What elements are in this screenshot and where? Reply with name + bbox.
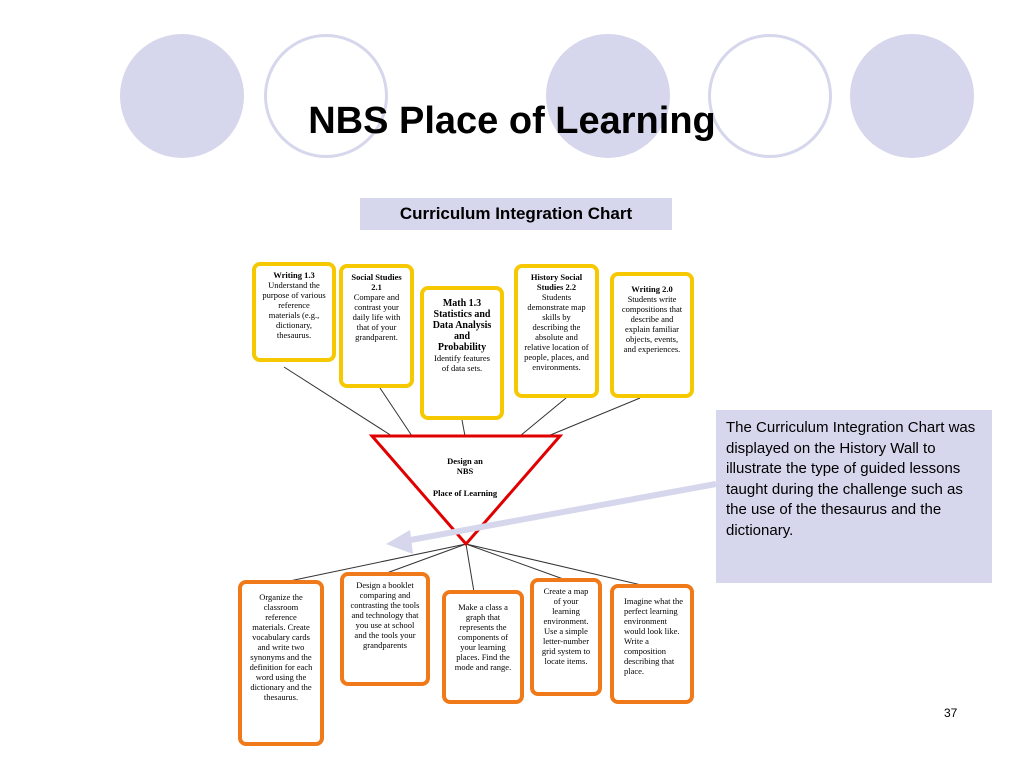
top-box-writing-1-3: Writing 1.3 Understand the purpose of va… xyxy=(252,262,336,362)
connector-line xyxy=(461,419,466,437)
decor-circle-2 xyxy=(264,34,388,158)
top-box-body: Students write compositions that describ… xyxy=(621,294,683,354)
pointer-arrow-shaft xyxy=(404,481,717,544)
top-box-body: Compare and contrast your daily life wit… xyxy=(352,292,401,342)
top-box-writing-2-0: Writing 2.0 Students write compositions … xyxy=(610,272,694,398)
top-box-heading: History Social Studies 2.2 xyxy=(530,272,583,292)
bottom-box-body: Organize the classroom reference materia… xyxy=(249,592,313,702)
design-triangle xyxy=(368,434,564,547)
decor-circle-3 xyxy=(546,34,670,158)
slide-title: NBS Place of Learning xyxy=(308,100,716,142)
connector-line xyxy=(465,543,651,588)
top-box-body: Students demonstrate map skills by descr… xyxy=(524,292,589,372)
bottom-box-body: Create a map of your learning environmen… xyxy=(541,586,591,666)
top-box-history-social-studies-2-2: History Social Studies 2.2 Students demo… xyxy=(514,264,599,398)
top-box-heading: Writing 2.0 xyxy=(631,284,673,294)
triangle-label-line3: Place of Learning xyxy=(432,488,498,498)
chart-subtitle: Curriculum Integration Chart xyxy=(360,198,672,230)
triangle-label-line1: Design an xyxy=(447,456,483,466)
triangle-label-line2: NBS xyxy=(456,466,474,476)
top-box-heading: Social Studies 2.1 xyxy=(351,272,402,292)
bottom-box-design-booklet: Design a booklet comparing and contrasti… xyxy=(340,572,430,686)
decor-circle-4 xyxy=(708,34,832,158)
bottom-box-create-map: Create a map of your learning environmen… xyxy=(530,578,602,696)
connector-line xyxy=(465,543,567,581)
bottom-box-body: Imagine what the perfect learning enviro… xyxy=(624,596,684,676)
connector-line xyxy=(379,387,413,437)
top-box-math-1-3: Math 1.3 Statistics and Data Analysis an… xyxy=(420,286,504,420)
connector-line xyxy=(519,397,567,437)
top-box-body: Identify features of data sets. xyxy=(434,353,490,373)
connector-line xyxy=(279,543,467,584)
connector-line xyxy=(283,366,393,437)
bottom-box-class-graph: Make a class a graph that represents the… xyxy=(442,590,524,704)
connector-line xyxy=(465,543,475,593)
page-number: 37 xyxy=(944,706,958,720)
bottom-box-organize-materials: Organize the classroom reference materia… xyxy=(238,580,324,746)
bottom-box-body: Make a class a graph that represents the… xyxy=(454,602,512,672)
bottom-box-body: Design a booklet comparing and contrasti… xyxy=(350,580,420,650)
connector-line xyxy=(547,397,641,437)
pointer-arrow-head xyxy=(386,530,413,554)
explanation-note: The Curriculum Integration Chart was dis… xyxy=(716,410,992,583)
decor-circle-5 xyxy=(850,34,974,158)
bottom-box-imagine-environment: Imagine what the perfect learning enviro… xyxy=(610,584,694,704)
connector-line xyxy=(383,543,467,575)
top-box-heading: Writing 1.3 xyxy=(273,270,315,280)
triangle-label: Design an NBS Place of Learning xyxy=(405,456,525,498)
top-box-body: Understand the purpose of various refere… xyxy=(262,280,326,340)
top-box-heading: Math 1.3 Statistics and Data Analysis an… xyxy=(432,298,492,353)
top-box-social-studies-2-1: Social Studies 2.1 Compare and contrast … xyxy=(339,264,414,388)
decor-circle-1 xyxy=(120,34,244,158)
